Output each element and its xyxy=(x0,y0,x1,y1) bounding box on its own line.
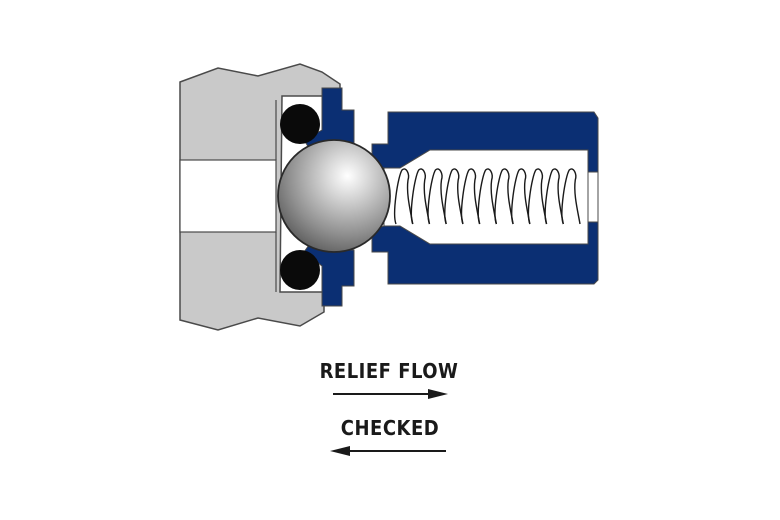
spring-coil xyxy=(511,168,531,225)
spring-coil xyxy=(444,168,464,225)
housing-bore xyxy=(179,159,277,233)
spring-chamber xyxy=(383,149,589,245)
spring-coil xyxy=(393,168,414,225)
spring-coil xyxy=(494,168,514,225)
spring-coil xyxy=(544,168,564,225)
spring-coil xyxy=(427,168,447,225)
spring-coil xyxy=(527,168,548,225)
checked-label: CHECKED xyxy=(341,416,439,440)
spring-coil xyxy=(477,168,498,225)
housing xyxy=(179,63,341,331)
o-ring-top-icon xyxy=(280,104,320,144)
spring-coil xyxy=(561,168,581,225)
spring-icon xyxy=(393,168,581,225)
ball-icon xyxy=(277,139,391,253)
relief-flow-label: RELIEF FLOW xyxy=(320,359,459,383)
spring-coil xyxy=(460,168,481,225)
o-ring-bottom-icon xyxy=(280,250,320,290)
arrow-right-icon xyxy=(333,389,448,399)
spring-coil xyxy=(410,168,431,225)
outlet-port xyxy=(587,171,599,223)
arrow-left-icon xyxy=(330,446,446,456)
